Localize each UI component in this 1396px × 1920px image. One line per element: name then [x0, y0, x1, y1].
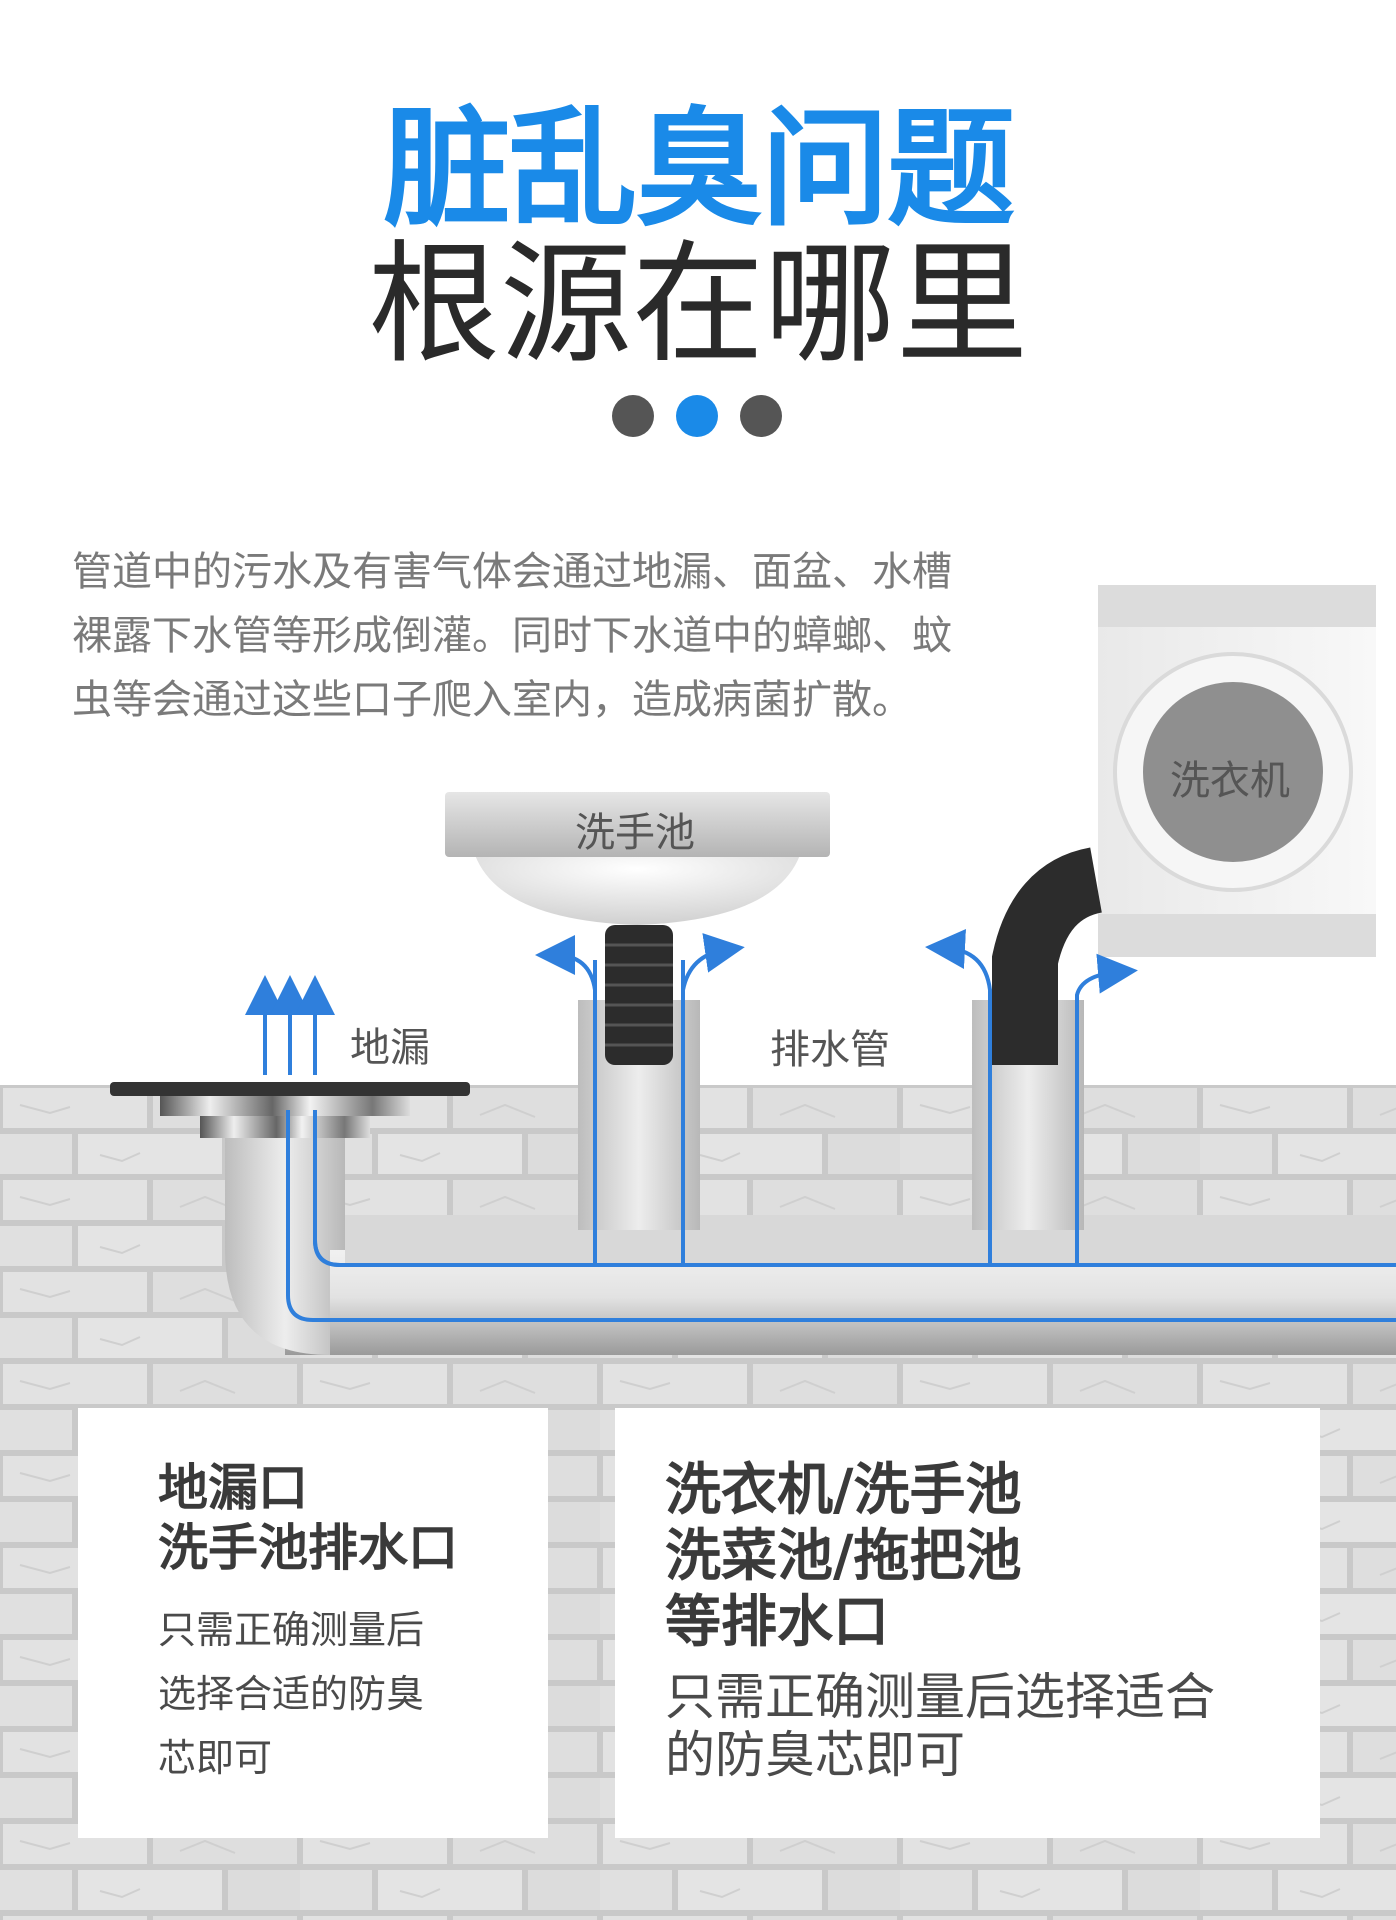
label-wash-basin: 洗手池	[575, 810, 695, 856]
dot-indicator-active	[676, 395, 718, 437]
pagination-dots	[612, 395, 784, 439]
card-description: 只需正确测量后	[158, 1608, 425, 1652]
card-heading: 洗手池排水口	[158, 1519, 458, 1577]
info-card-floor-drain: 地漏口 洗手池排水口 只需正确测量后 选择合适的防臭 芯即可	[78, 1408, 548, 1838]
headline-secondary: 根源在哪里	[368, 228, 1028, 382]
card-description: 的防臭芯即可	[665, 1726, 965, 1784]
intro-line: 裸露下水管等形成倒灌。同时下水道中的蟑螂、蚊	[72, 613, 952, 659]
card-heading: 地漏口	[158, 1459, 308, 1517]
card-heading: 洗菜池/拖把池	[665, 1524, 1022, 1589]
dot-indicator	[740, 395, 782, 437]
card-heading: 洗衣机/洗手池	[665, 1458, 1022, 1523]
headline-primary: 脏乱臭问题	[382, 95, 1015, 244]
label-floor-drain: 地漏	[350, 1025, 430, 1071]
card-description: 只需正确测量后选择适合	[665, 1668, 1215, 1726]
card-description: 选择合适的防臭	[158, 1672, 425, 1716]
card-description: 芯即可	[158, 1736, 273, 1780]
intro-paragraph: 管道中的污水及有害气体会通过地漏、面盆、水槽 裸露下水管等形成倒灌。同时下水道中…	[72, 540, 1012, 732]
card-heading: 等排水口	[665, 1590, 889, 1655]
intro-line: 虫等会通过这些口子爬入室内，造成病菌扩散。	[72, 677, 912, 723]
intro-line: 管道中的污水及有害气体会通过地漏、面盆、水槽	[72, 549, 952, 595]
dot-indicator	[612, 395, 654, 437]
info-card-washing-machine: 洗衣机/洗手池 洗菜池/拖把池 等排水口 只需正确测量后选择适合 的防臭芯即可	[615, 1408, 1320, 1838]
label-drain-pipe: 排水管	[770, 1027, 890, 1073]
label-washing-machine: 洗衣机	[1170, 758, 1290, 804]
